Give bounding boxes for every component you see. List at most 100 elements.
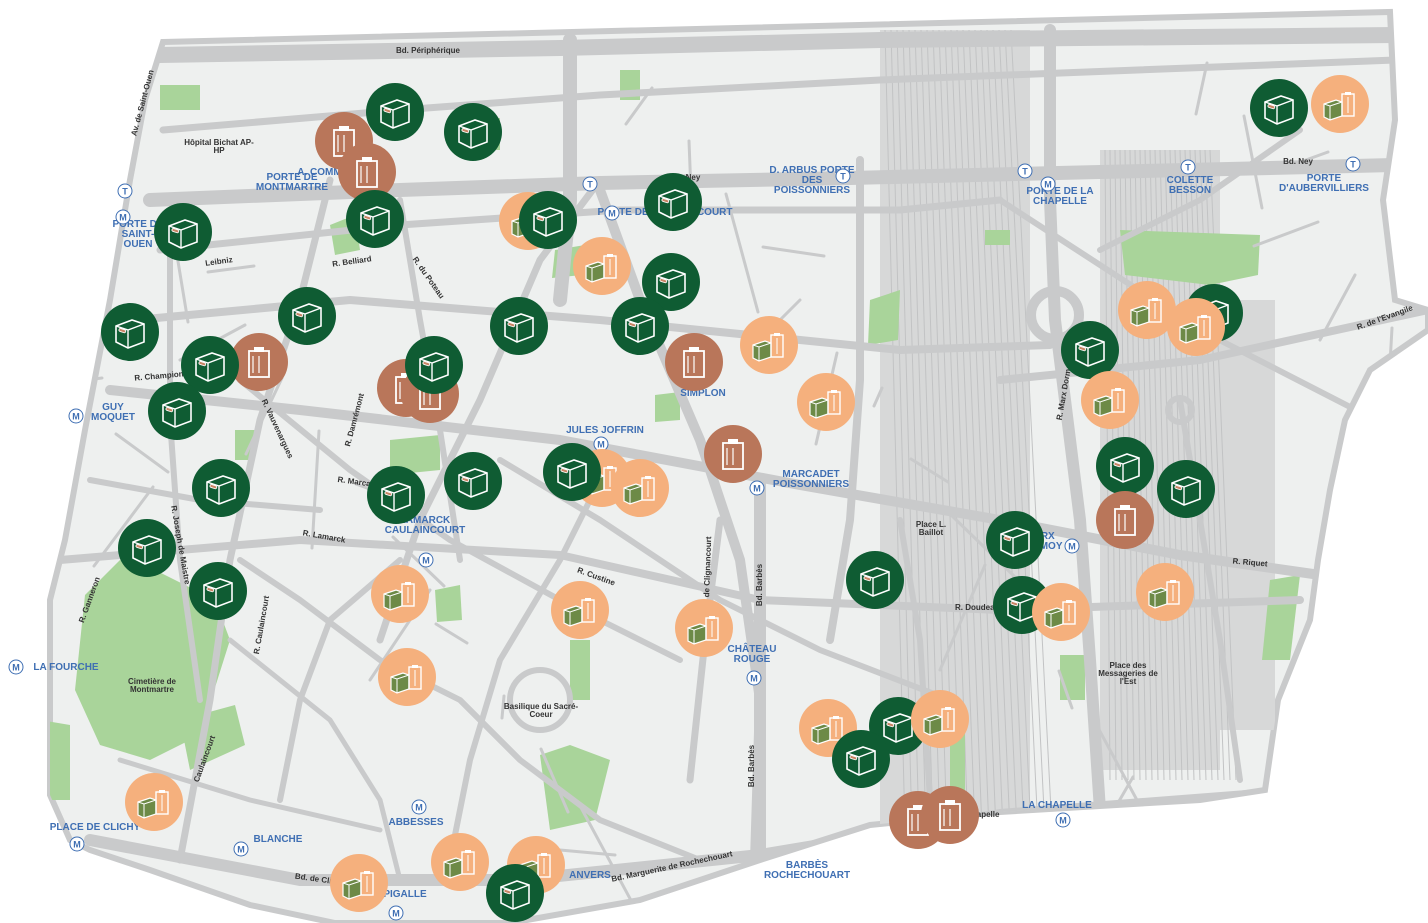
compost-icon	[383, 582, 415, 611]
station-label-abbesses[interactable]: ABBESSES	[388, 817, 444, 828]
waste-container-marker[interactable]	[1061, 321, 1119, 379]
waste-container-marker[interactable]	[367, 466, 425, 524]
glass-bin-marker[interactable]	[704, 425, 762, 483]
metro-icon: M	[418, 552, 434, 568]
waste-container-marker[interactable]	[366, 83, 424, 141]
station-label-d-arbus[interactable]: D. ARBUS PORTE DES POISSONNIERS	[769, 165, 855, 196]
waste-container-marker[interactable]	[118, 519, 176, 577]
waste-container-marker[interactable]	[832, 730, 890, 788]
metro-icon: M	[69, 836, 85, 852]
waste-container-marker[interactable]	[148, 382, 206, 440]
compost-bin-marker[interactable]	[740, 316, 798, 374]
glass-bin-marker[interactable]	[230, 333, 288, 391]
waste-container-marker[interactable]	[192, 459, 250, 517]
compost-icon	[811, 716, 843, 745]
compost-bin-marker[interactable]	[551, 581, 609, 639]
compost-bin-marker[interactable]	[611, 459, 669, 517]
waste-container-marker[interactable]	[611, 297, 669, 355]
station-label-jules-joffrin[interactable]: JULES JOFFRIN	[566, 425, 644, 436]
waste-container-marker[interactable]	[986, 511, 1044, 569]
compost-icon	[923, 707, 955, 736]
glass-bin-icon	[683, 347, 705, 378]
compost-bin-marker[interactable]	[797, 373, 855, 431]
glass-bin-marker[interactable]	[665, 333, 723, 391]
station-label-la-fourche[interactable]: LA FOURCHE	[33, 662, 99, 673]
container-icon	[195, 352, 225, 382]
waste-container-marker[interactable]	[189, 562, 247, 620]
waste-container-marker[interactable]	[519, 191, 577, 249]
glass-bin-icon	[939, 800, 961, 831]
waste-container-marker[interactable]	[486, 864, 544, 922]
glass-bin-marker[interactable]	[1096, 491, 1154, 549]
compost-bin-marker[interactable]	[1081, 371, 1139, 429]
metro-icon: M	[1064, 538, 1080, 554]
container-icon	[504, 313, 534, 343]
station-label-lamarck-caulaincourt[interactable]: LAMARCK CAULAINCOURT	[384, 515, 466, 536]
compost-bin-marker[interactable]	[1167, 298, 1225, 356]
waste-container-marker[interactable]	[444, 103, 502, 161]
station-label-la-chapelle[interactable]: LA CHAPELLE	[1022, 800, 1092, 811]
waste-container-marker[interactable]	[181, 336, 239, 394]
waste-container-marker[interactable]	[490, 297, 548, 355]
station-label-porte-de-montmartre[interactable]: PORTE DE MONTMARTRE	[255, 172, 329, 193]
station-label-porte-d-aubervilliers[interactable]: PORTE D'AUBERVILLIERS	[1279, 173, 1369, 194]
metro-icon: M	[233, 841, 249, 857]
container-icon	[1000, 527, 1030, 557]
place-label-cimetiere-montmartre: Cimetière de Montmartre	[127, 677, 177, 694]
compost-icon	[1044, 600, 1076, 629]
station-label-barbes-rochechouart[interactable]: BARBÈS ROCHECHOUART	[763, 860, 851, 881]
station-label-porte-de-la-chapelle[interactable]: PORTE DE LA CHAPELLE	[1026, 186, 1094, 207]
compost-bin-marker[interactable]	[378, 648, 436, 706]
station-label-marcadet-poissonniers[interactable]: MARCADET POISSONNIERS	[772, 469, 850, 490]
compost-bin-marker[interactable]	[675, 599, 733, 657]
station-label-pigalle[interactable]: PIGALLE	[383, 889, 427, 900]
station-label-blanche[interactable]: BLANCHE	[253, 834, 303, 845]
compost-bin-marker[interactable]	[1311, 75, 1369, 133]
waste-container-marker[interactable]	[1096, 437, 1154, 495]
metro-icon: M	[411, 799, 427, 815]
station-label-chateau-rouge[interactable]: CHÂTEAU ROUGE	[727, 644, 777, 665]
compost-bin-marker[interactable]	[1136, 563, 1194, 621]
place-label-place-l-baillot: Place L. Baillot	[915, 520, 947, 537]
container-icon	[360, 206, 390, 236]
container-icon	[203, 578, 233, 608]
container-icon	[1264, 95, 1294, 125]
street-label-bd-barbes-2: Bd. Barbès	[747, 744, 756, 788]
metro-icon: M	[1055, 812, 1071, 828]
waste-container-marker[interactable]	[846, 551, 904, 609]
waste-container-marker[interactable]	[1250, 79, 1308, 137]
glass-bin-marker[interactable]	[921, 786, 979, 844]
glass-bin-icon	[248, 347, 270, 378]
compost-bin-marker[interactable]	[371, 565, 429, 623]
waste-container-marker[interactable]	[644, 173, 702, 231]
compost-bin-marker[interactable]	[1032, 583, 1090, 641]
compost-icon	[137, 790, 169, 819]
station-label-anvers[interactable]: ANVERS	[569, 870, 611, 881]
compost-bin-marker[interactable]	[125, 773, 183, 831]
waste-container-marker[interactable]	[444, 452, 502, 510]
waste-container-marker[interactable]	[101, 303, 159, 361]
station-label-a-commune[interactable]: A. COMMUNE	[297, 167, 363, 178]
compost-icon	[809, 390, 841, 419]
container-icon	[557, 459, 587, 489]
compost-bin-marker[interactable]	[573, 237, 631, 295]
station-label-place-de-clichy[interactable]: PLACE DE CLICHY	[49, 822, 141, 833]
waste-container-marker[interactable]	[154, 203, 212, 261]
metro-icon: M	[68, 408, 84, 424]
station-label-colette-besson[interactable]: COLETTE BESSON	[1166, 175, 1214, 196]
container-icon	[860, 567, 890, 597]
waste-container-marker[interactable]	[1157, 460, 1215, 518]
compost-bin-marker[interactable]	[1118, 281, 1176, 339]
waste-container-marker[interactable]	[278, 287, 336, 345]
waste-container-marker[interactable]	[543, 443, 601, 501]
compost-bin-marker[interactable]	[911, 690, 969, 748]
station-label-guy-moquet[interactable]: GUY MOQUET	[91, 402, 135, 423]
waste-container-marker[interactable]	[405, 336, 463, 394]
compost-bin-marker[interactable]	[431, 833, 489, 891]
glass-bin-icon	[1114, 505, 1136, 536]
station-label-porte-de-saint-ouen[interactable]: PORTE DE SAINT-OUEN	[112, 219, 164, 250]
waste-container-marker[interactable]	[346, 190, 404, 248]
compost-bin-marker[interactable]	[330, 854, 388, 912]
station-label-simplon[interactable]: SIMPLON	[680, 388, 726, 399]
